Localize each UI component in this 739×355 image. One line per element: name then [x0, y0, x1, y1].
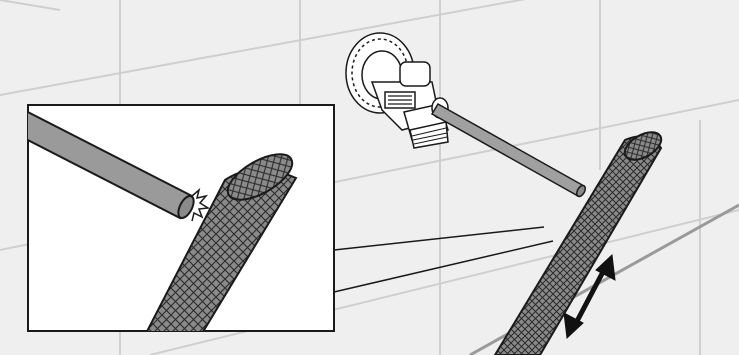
angle-valve-icon — [346, 33, 448, 148]
inset-detail — [20, 105, 334, 345]
threaded-rod-icon — [432, 104, 587, 198]
